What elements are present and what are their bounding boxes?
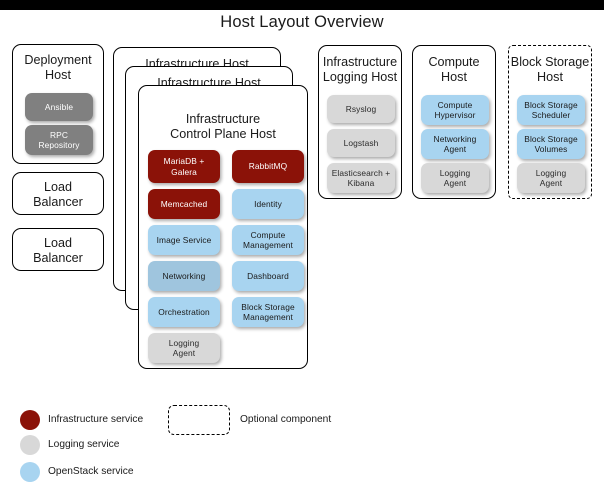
service-pill-compute-management[interactable]: Compute Management: [232, 225, 304, 255]
service-pill-rsyslog[interactable]: Rsyslog: [327, 95, 395, 123]
service-label: Memcached: [160, 198, 208, 209]
service-label: Block Storage: [524, 133, 578, 144]
service-pill-logging-agent[interactable]: Logging Agent: [421, 163, 489, 193]
service-label: Networking: [433, 133, 477, 144]
host-title-line: Block Storage: [510, 55, 590, 69]
service-pill-logstash[interactable]: Logstash: [327, 129, 395, 157]
host-title-block-storage-host: Block Storage Host: [509, 55, 591, 84]
service-label: Agent: [172, 348, 196, 358]
service-pill-logging-agent[interactable]: Logging Agent: [148, 333, 220, 363]
host-title-load-balancer-1: Load Balancer: [13, 180, 103, 209]
service-label: Elasticsearch +: [331, 167, 391, 178]
host-title-line: Infrastructure: [322, 55, 398, 69]
service-pill-elasticsearch-kibana[interactable]: Elasticsearch + Kibana: [327, 163, 395, 193]
host-box-block-storage-host[interactable]: Block Storage Host Block Storage Schedul…: [508, 45, 592, 199]
service-label: Orchestration: [158, 306, 210, 317]
host-box-deployment-host[interactable]: Deployment Host Ansible RPC Repository: [12, 44, 104, 164]
host-title-line: Compute: [428, 55, 480, 69]
service-label: Hypervisor: [434, 110, 476, 120]
legend-label-optional-component: Optional component: [240, 414, 332, 425]
service-pill-image-service[interactable]: Image Service: [148, 225, 220, 255]
service-pill-ansible[interactable]: Ansible: [25, 93, 93, 121]
service-label: Repository: [38, 140, 80, 150]
service-label: Logstash: [343, 137, 379, 148]
legend-label-logging-service: Logging service: [48, 439, 120, 450]
service-label: Logging: [535, 167, 567, 178]
service-pill-block-storage-management[interactable]: Block Storage Management: [232, 297, 304, 327]
service-pill-block-storage-scheduler[interactable]: Block Storage Scheduler: [517, 95, 585, 125]
service-label: Networking: [162, 270, 206, 281]
service-label: RPC: [50, 129, 68, 140]
host-title-line: Balancer: [33, 194, 83, 209]
service-pill-networking[interactable]: Networking: [148, 261, 220, 291]
service-label: Volumes: [534, 144, 568, 154]
service-pill-identity[interactable]: Identity: [232, 189, 304, 219]
legend-label-infrastructure-service: Infrastructure service: [48, 414, 144, 425]
service-pill-orchestration[interactable]: Orchestration: [148, 297, 220, 327]
service-label: Ansible: [44, 101, 74, 112]
service-label: Logging: [439, 167, 471, 178]
service-label: Logging: [168, 337, 200, 348]
legend-swatch-logging-service: [20, 435, 40, 455]
host-title-line: Logging Host: [322, 69, 398, 84]
service-label: Scheduler: [531, 110, 571, 120]
service-label: Compute: [250, 229, 286, 240]
service-label: Block Storage: [241, 301, 295, 312]
service-label: Galera: [171, 166, 197, 177]
service-pill-logging-agent[interactable]: Logging Agent: [517, 163, 585, 193]
service-pill-networking-agent[interactable]: Networking Agent: [421, 129, 489, 159]
legend-swatch-infrastructure-service: [20, 410, 40, 430]
host-title-line: Control Plane Host: [170, 126, 276, 141]
host-title-line: Balancer: [33, 250, 83, 265]
host-title-line: Infrastructure: [185, 112, 261, 126]
service-label: Agent: [443, 144, 467, 154]
page-title: Host Layout Overview: [220, 13, 384, 31]
service-label: Management: [243, 240, 293, 250]
host-title-line: Load: [43, 236, 73, 250]
service-pill-compute-hypervisor[interactable]: Compute Hypervisor: [421, 95, 489, 125]
host-box-compute-host[interactable]: Compute Host Compute Hypervisor Networki…: [412, 45, 496, 199]
host-title-line: Deployment: [24, 53, 92, 67]
service-label: Rsyslog: [345, 103, 377, 114]
service-pill-block-storage-volumes[interactable]: Block Storage Volumes: [517, 129, 585, 159]
service-label: Identity: [254, 198, 282, 209]
service-label: Agent: [539, 178, 563, 188]
host-box-load-balancer-2[interactable]: Load Balancer: [12, 228, 104, 271]
service-label: Kibana: [347, 178, 375, 188]
host-title-line: Host: [45, 67, 71, 82]
service-pill-memcached[interactable]: Memcached: [148, 189, 220, 219]
service-label: Block Storage: [524, 99, 578, 110]
service-label: Agent: [443, 178, 467, 188]
legend-label-openstack-service: OpenStack service: [48, 466, 134, 477]
service-pill-dashboard[interactable]: Dashboard: [232, 261, 304, 291]
host-title-infrastructure-logging-host: Infrastructure Logging Host: [319, 55, 401, 84]
service-label: MariaDB +: [163, 156, 205, 167]
service-pill-rabbitmq[interactable]: RabbitMQ: [232, 150, 304, 183]
legend-swatch-openstack-service: [20, 462, 40, 482]
host-title-deployment-host: Deployment Host: [13, 53, 103, 82]
host-title-load-balancer-2: Load Balancer: [13, 236, 103, 265]
service-label: Image Service: [156, 234, 212, 245]
legend-swatch-optional-component: [168, 405, 230, 435]
host-title-compute-host: Compute Host: [413, 55, 495, 84]
service-pill-rpc-repository[interactable]: RPC Repository: [25, 125, 93, 155]
host-title-line: Host: [537, 69, 563, 84]
service-label: Management: [243, 312, 293, 322]
service-label: RabbitMQ: [248, 161, 288, 172]
service-pill-mariadb-galera[interactable]: MariaDB + Galera: [148, 150, 220, 183]
service-label: Compute: [437, 99, 473, 110]
top-black-bar: [0, 0, 604, 10]
host-title-line: Host: [441, 69, 467, 84]
service-label: Dashboard: [247, 270, 289, 281]
host-box-load-balancer-1[interactable]: Load Balancer: [12, 172, 104, 215]
host-title-infrastructure-control-plane-host: Infrastructure Control Plane Host: [139, 112, 307, 141]
host-box-infrastructure-logging-host[interactable]: Infrastructure Logging Host Rsyslog Logs…: [318, 45, 402, 199]
host-title-line: Load: [43, 180, 73, 194]
host-box-infrastructure-control-plane-host[interactable]: Infrastructure Control Plane Host MariaD…: [138, 85, 308, 369]
